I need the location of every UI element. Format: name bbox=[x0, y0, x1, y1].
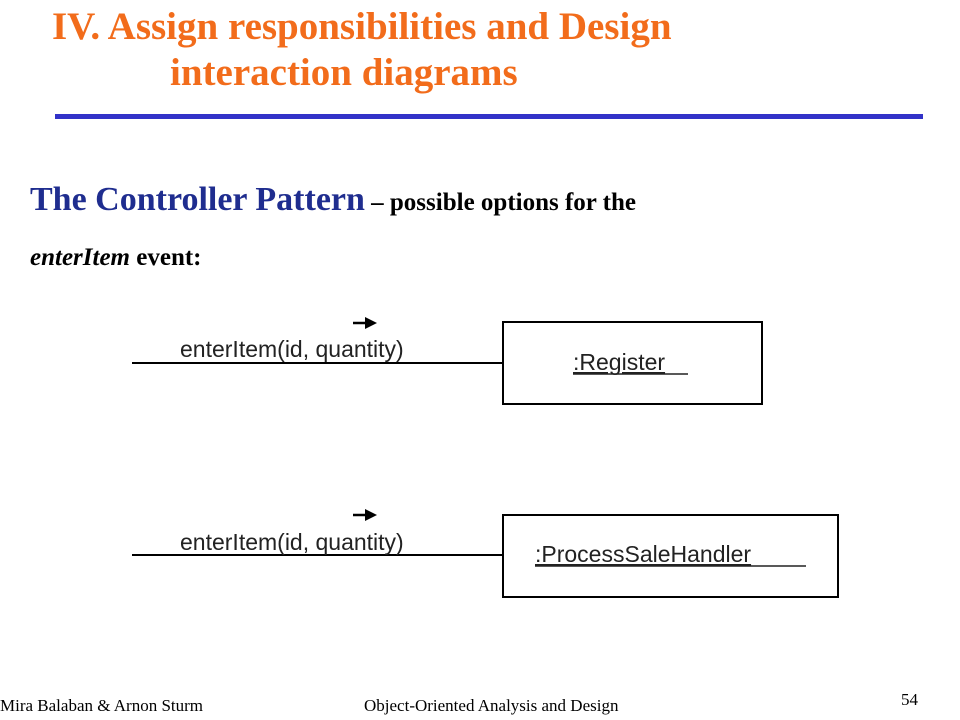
object-box-process-sale-handler bbox=[502, 514, 839, 598]
object-name-register: :Register bbox=[573, 349, 665, 375]
option-register: enterItem(id, quantity) :Register bbox=[132, 317, 763, 405]
footer-authors: Mira Balaban & Arnon Sturm bbox=[0, 696, 204, 715]
object-box-register bbox=[502, 321, 763, 405]
message-arrow-2-icon bbox=[365, 509, 377, 521]
message-label-1: enterItem(id, quantity) bbox=[180, 336, 404, 362]
message-arrow-1-icon bbox=[365, 317, 377, 329]
object-name-process-sale-handler: :ProcessSaleHandler bbox=[535, 541, 751, 567]
message-label-2: enterItem(id, quantity) bbox=[180, 529, 404, 555]
slide-title: IV. Assign responsibilities and Design i… bbox=[52, 4, 932, 96]
option-process-sale-handler: enterItem(id, quantity) :ProcessSaleHand… bbox=[132, 509, 839, 598]
heading-end: event: bbox=[130, 244, 202, 271]
title-underline bbox=[55, 114, 923, 119]
heading-rest: – possible options for the bbox=[364, 189, 637, 216]
footer-course: Object-Oriented Analysis and Design bbox=[364, 696, 619, 715]
title-line-1: IV. Assign responsibilities and Design bbox=[52, 5, 672, 48]
heading-italic: enterItem bbox=[30, 244, 130, 271]
page-number: 54 bbox=[901, 690, 918, 709]
title-line-2: interaction diagrams bbox=[170, 51, 518, 94]
heading-main: The Controller Pattern bbox=[30, 181, 365, 218]
slide-heading: The Controller Pattern – possible option… bbox=[30, 174, 910, 287]
